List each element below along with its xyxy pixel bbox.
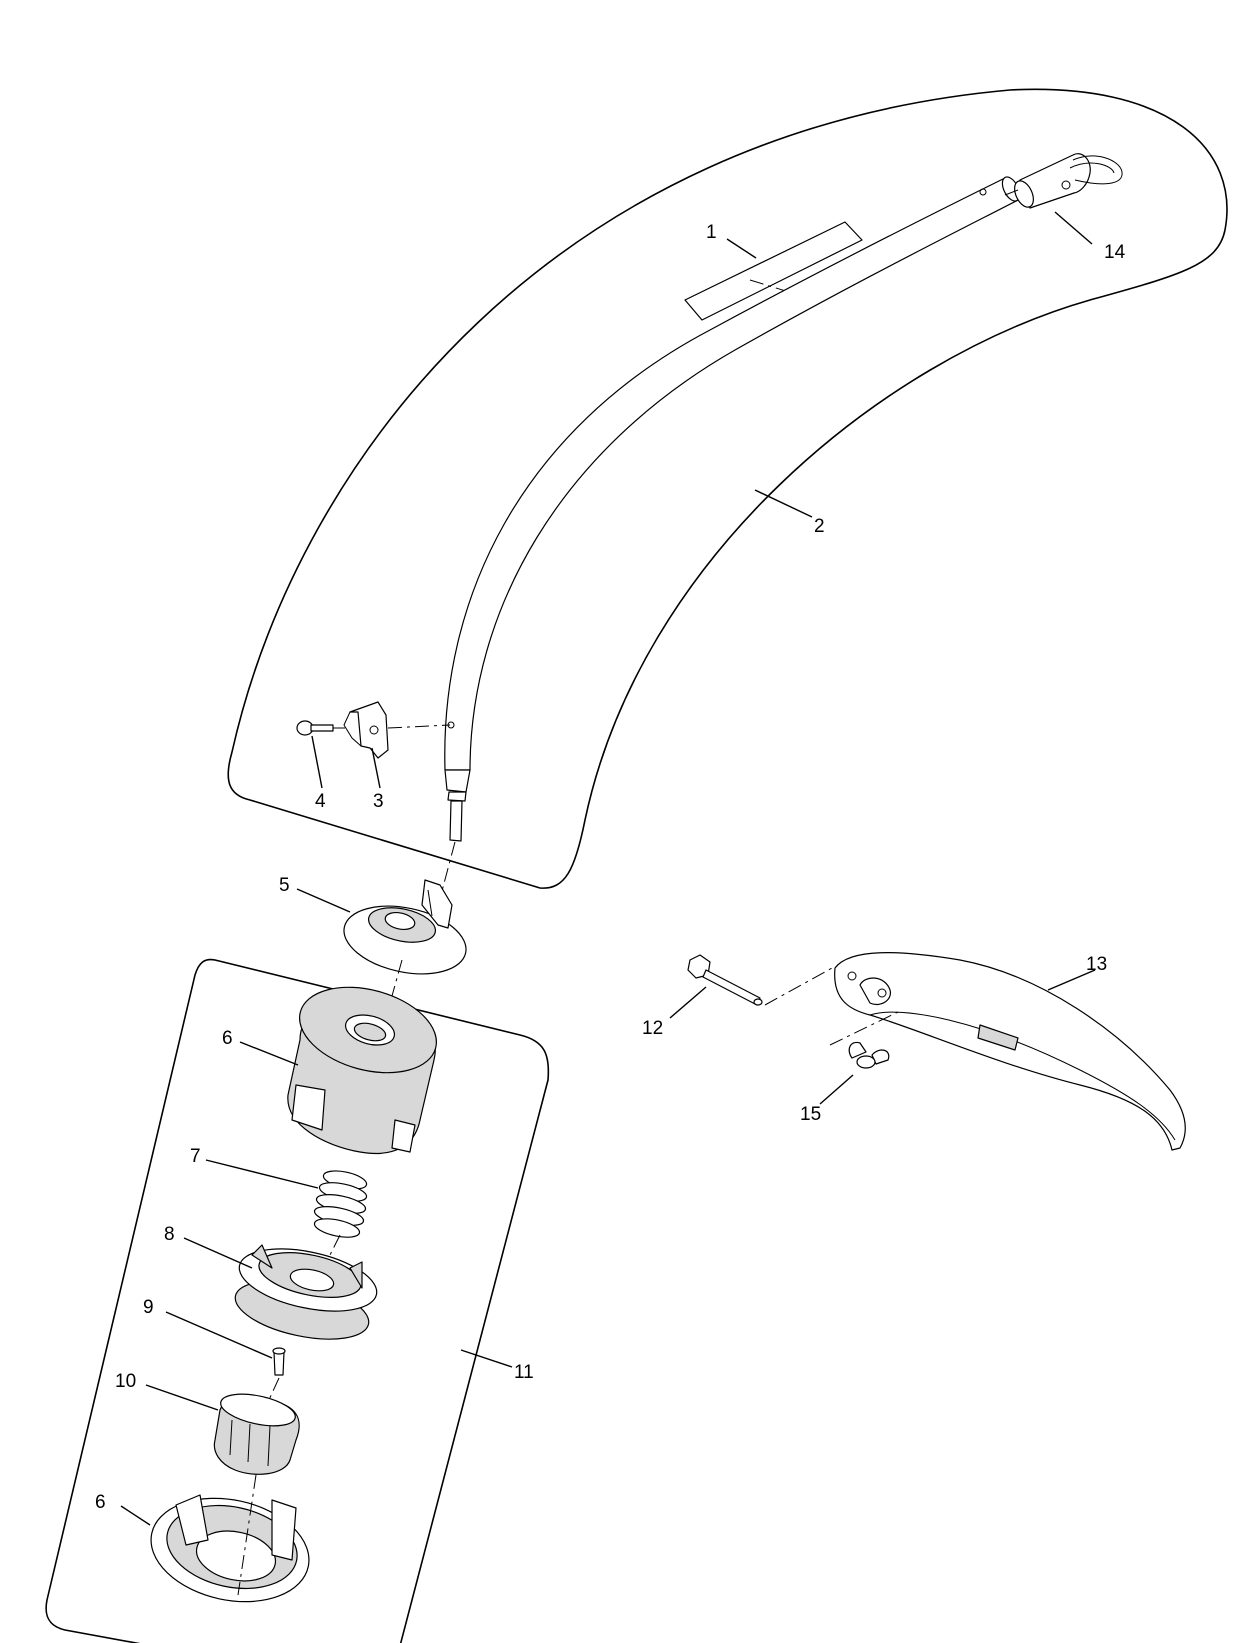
screw-part	[296, 720, 345, 736]
spool-housing-base-part	[150, 1494, 310, 1603]
callout-12: 12	[642, 1018, 663, 1039]
pin-part	[272, 1347, 286, 1376]
callout-9: 9	[143, 1297, 154, 1318]
callout-14: 14	[1104, 242, 1126, 263]
spring-part	[313, 1170, 368, 1238]
callout-6-upper: 6	[222, 1028, 233, 1049]
spool-part	[234, 1244, 378, 1340]
callout-5: 5	[279, 875, 290, 896]
bolt-part	[687, 954, 763, 1006]
callout-8: 8	[164, 1224, 175, 1245]
spool-housing-cover-part	[287, 986, 438, 1154]
clutch-cap-part	[343, 879, 467, 975]
deflector-part	[834, 952, 1186, 1151]
hanger-clip-part	[1019, 153, 1091, 209]
callout-15: 15	[800, 1104, 821, 1125]
eyelet-part	[213, 1393, 300, 1475]
guard-bracket-part	[349, 701, 389, 759]
callout-1: 1	[706, 222, 717, 243]
callout-11: 11	[514, 1362, 534, 1383]
callout-13: 13	[1086, 954, 1107, 975]
shaft-group-panel	[227, 88, 1228, 889]
label-decal-part	[684, 221, 863, 321]
callout-2: 2	[814, 516, 825, 537]
callout-3: 3	[373, 791, 384, 812]
wing-nut-part	[848, 1041, 890, 1069]
callout-7: 7	[190, 1146, 201, 1167]
callout-10: 10	[115, 1371, 136, 1392]
callout-4: 4	[315, 791, 326, 812]
callout-6-lower: 6	[95, 1492, 106, 1513]
